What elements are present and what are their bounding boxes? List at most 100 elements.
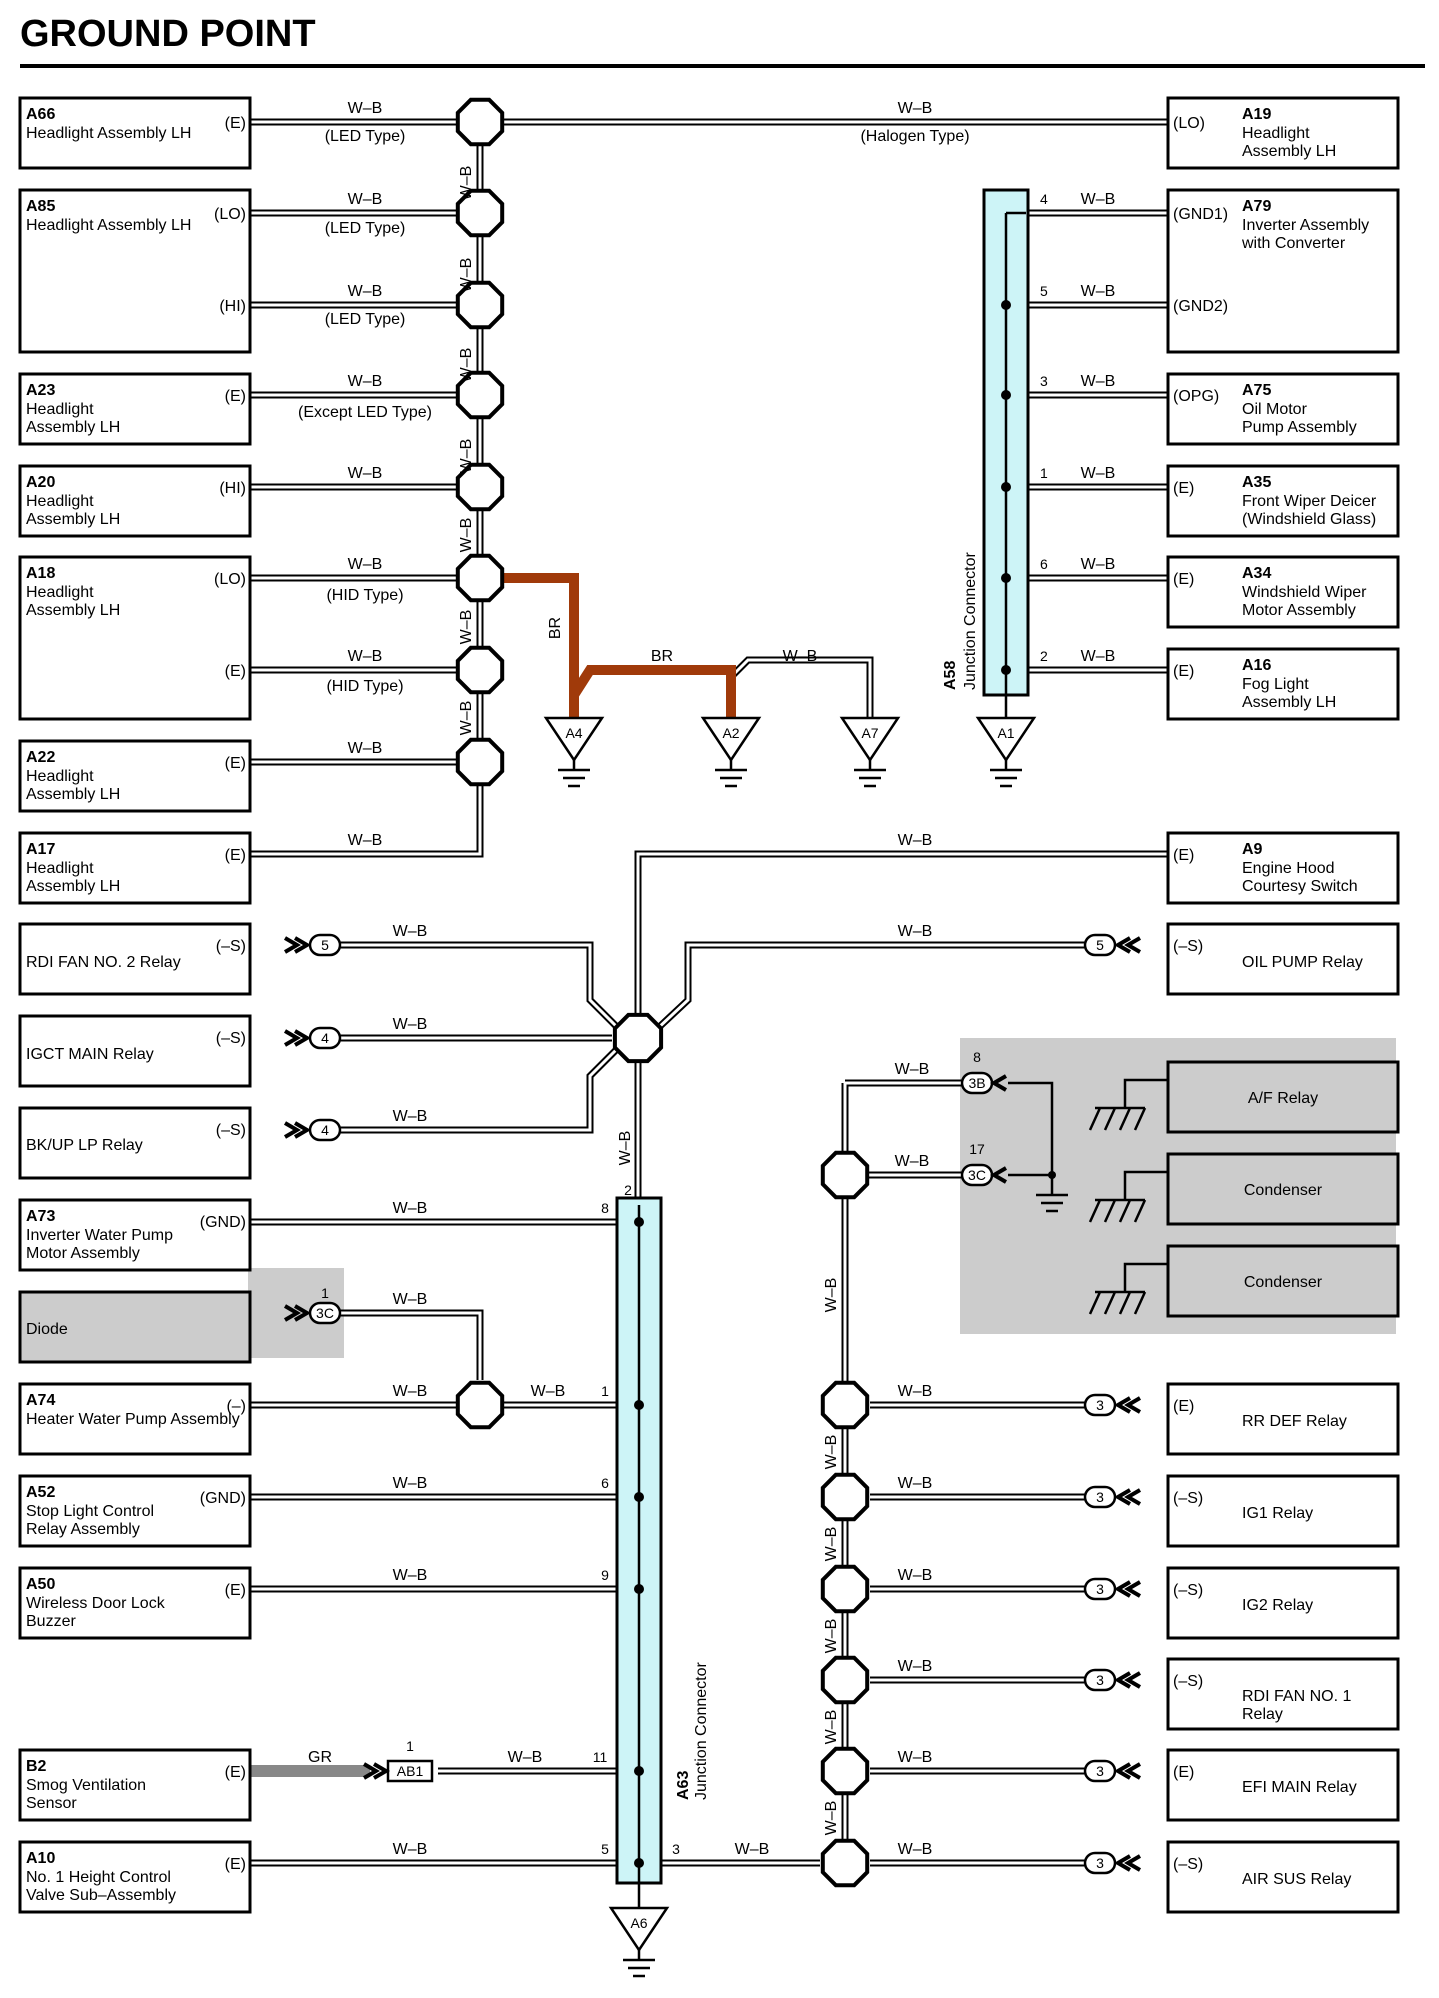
svg-text:4: 4 bbox=[321, 1122, 329, 1138]
svg-text:W–B: W–B bbox=[531, 1383, 566, 1400]
svg-text:Assembly LH: Assembly LH bbox=[26, 511, 120, 528]
svg-text:A19: A19 bbox=[1242, 106, 1271, 123]
svg-text:(LO): (LO) bbox=[214, 571, 246, 588]
svg-text:A34: A34 bbox=[1242, 565, 1271, 582]
svg-text:(–S): (–S) bbox=[1173, 938, 1203, 955]
svg-text:5: 5 bbox=[1040, 283, 1048, 299]
svg-text:Diode: Diode bbox=[26, 1321, 68, 1338]
svg-text:A79: A79 bbox=[1242, 198, 1271, 215]
svg-text:A35: A35 bbox=[1242, 474, 1271, 491]
svg-text:A20: A20 bbox=[26, 474, 55, 491]
svg-text:(–S): (–S) bbox=[1173, 1490, 1203, 1507]
svg-text:(LO): (LO) bbox=[1173, 115, 1205, 132]
svg-text:Valve Sub–Assembly: Valve Sub–Assembly bbox=[26, 1887, 176, 1904]
svg-text:Buzzer: Buzzer bbox=[26, 1613, 76, 1630]
svg-text:(Windshield Glass): (Windshield Glass) bbox=[1242, 511, 1376, 528]
component-a19: (LO) A19 Headlight Assembly LH bbox=[1166, 96, 1400, 170]
svg-text:IGCT MAIN Relay: IGCT MAIN Relay bbox=[26, 1046, 154, 1063]
svg-text:W–B: W–B bbox=[458, 348, 475, 383]
svg-text:Condenser: Condenser bbox=[1244, 1182, 1323, 1199]
svg-text:Inverter Assembly: Inverter Assembly bbox=[1242, 217, 1369, 234]
svg-text:W–B: W–B bbox=[1081, 191, 1116, 208]
ground-a7: A7 bbox=[839, 716, 901, 788]
svg-text:4: 4 bbox=[1040, 191, 1048, 207]
component-a22: A22 Headlight Assembly LH (E) bbox=[18, 739, 252, 813]
svg-text:(–S): (–S) bbox=[216, 1122, 246, 1139]
ground-label: A2 bbox=[722, 725, 739, 741]
svg-text:Front Wiper Deicer: Front Wiper Deicer bbox=[1242, 493, 1377, 510]
connector-pin-number: 3 bbox=[1096, 1581, 1104, 1597]
splice-node bbox=[455, 737, 505, 787]
svg-text:(HID Type): (HID Type) bbox=[326, 587, 403, 604]
svg-text:Relay Assembly: Relay Assembly bbox=[26, 1521, 140, 1538]
svg-text:A10: A10 bbox=[26, 1850, 55, 1867]
relay-efi-main: (E) EFI MAIN Relay bbox=[1166, 1748, 1400, 1822]
svg-text:W–B: W–B bbox=[898, 1383, 933, 1400]
svg-text:A66: A66 bbox=[26, 106, 55, 123]
svg-text:W–B: W–B bbox=[823, 1710, 840, 1745]
relay-bkup-lp: BK/UP LP Relay (–S) bbox=[18, 1106, 252, 1180]
svg-text:2: 2 bbox=[1040, 648, 1048, 664]
svg-text:(E): (E) bbox=[225, 847, 246, 864]
svg-text:W–B: W–B bbox=[823, 1435, 840, 1470]
svg-text:(–S): (–S) bbox=[1173, 1673, 1203, 1690]
svg-text:A52: A52 bbox=[26, 1484, 55, 1501]
svg-text:RR DEF Relay: RR DEF Relay bbox=[1242, 1413, 1347, 1430]
svg-text:Sensor: Sensor bbox=[26, 1795, 77, 1812]
svg-text:A73: A73 bbox=[26, 1208, 55, 1225]
svg-text:W–B: W–B bbox=[1081, 465, 1116, 482]
svg-text:A23: A23 bbox=[26, 382, 55, 399]
svg-text:W–B: W–B bbox=[393, 1841, 428, 1858]
svg-text:Assembly LH: Assembly LH bbox=[26, 419, 120, 436]
svg-text:(E): (E) bbox=[225, 388, 246, 405]
relay-air-sus: (–S) AIR SUS Relay bbox=[1166, 1840, 1400, 1914]
svg-text:W–B: W–B bbox=[898, 923, 933, 940]
connector-pin-number: 3 bbox=[1096, 1672, 1104, 1688]
splice-node bbox=[820, 1655, 870, 1705]
connector-arrow bbox=[1114, 1396, 1142, 1414]
ground-a2: A2 bbox=[700, 716, 762, 788]
svg-text:GR: GR bbox=[308, 1749, 332, 1766]
svg-text:W–B: W–B bbox=[823, 1278, 840, 1313]
connector-arrow bbox=[1114, 1854, 1142, 1872]
wires bbox=[250, 118, 1168, 1867]
svg-text:(–): (–) bbox=[226, 1398, 246, 1415]
connector-arrow bbox=[1114, 1580, 1142, 1598]
splice-node bbox=[820, 1746, 870, 1796]
svg-text:17: 17 bbox=[969, 1141, 985, 1157]
component-a66: A66 Headlight Assembly LH (E) bbox=[18, 96, 252, 170]
component-a75: (OPG) A75 Oil Motor Pump Assembly bbox=[1166, 372, 1400, 446]
svg-text:9: 9 bbox=[601, 1567, 609, 1583]
svg-text:OIL PUMP Relay: OIL PUMP Relay bbox=[1242, 954, 1363, 971]
svg-text:(LED Type): (LED Type) bbox=[325, 311, 406, 328]
svg-text:W–B: W–B bbox=[898, 100, 933, 117]
relay-ig2: (–S) IG2 Relay bbox=[1166, 1566, 1400, 1640]
svg-text:A/F Relay: A/F Relay bbox=[1248, 1090, 1318, 1107]
svg-text:A9: A9 bbox=[1242, 841, 1263, 858]
wire-labels: W–B (LED Type) W–B (Halogen Type) W–B (L… bbox=[298, 100, 1115, 1858]
svg-text:AB1: AB1 bbox=[397, 1763, 424, 1779]
svg-text:(–S): (–S) bbox=[1173, 1582, 1203, 1599]
splice-node bbox=[455, 462, 505, 512]
svg-text:11: 11 bbox=[593, 1749, 608, 1765]
component-a73: A73 Inverter Water Pump Motor Assembly (… bbox=[18, 1198, 252, 1272]
component-a34: (E) A34 Windshield Wiper Motor Assembly bbox=[1166, 555, 1400, 629]
component-a18: A18 Headlight Assembly LH (LO) (E) bbox=[18, 555, 252, 721]
svg-text:W–B: W–B bbox=[348, 465, 383, 482]
splice-node bbox=[820, 1472, 870, 1522]
svg-text:5: 5 bbox=[601, 1841, 609, 1857]
svg-text:Oil Motor: Oil Motor bbox=[1242, 401, 1308, 418]
svg-text:Condenser: Condenser bbox=[1244, 1274, 1323, 1291]
svg-text:Fog Light: Fog Light bbox=[1242, 676, 1309, 693]
relay-oil-pump: (–S) OIL PUMP Relay bbox=[1166, 922, 1400, 996]
component-a52: A52 Stop Light Control Relay Assembly (G… bbox=[18, 1474, 252, 1548]
svg-text:W–B: W–B bbox=[508, 1749, 543, 1766]
svg-text:(HI): (HI) bbox=[219, 298, 246, 315]
svg-text:A16: A16 bbox=[1242, 657, 1271, 674]
svg-text:(E): (E) bbox=[1173, 480, 1194, 497]
svg-text:(E): (E) bbox=[1173, 663, 1194, 680]
svg-text:Stop Light Control: Stop Light Control bbox=[26, 1503, 154, 1520]
svg-text:Motor Assembly: Motor Assembly bbox=[1242, 602, 1356, 619]
